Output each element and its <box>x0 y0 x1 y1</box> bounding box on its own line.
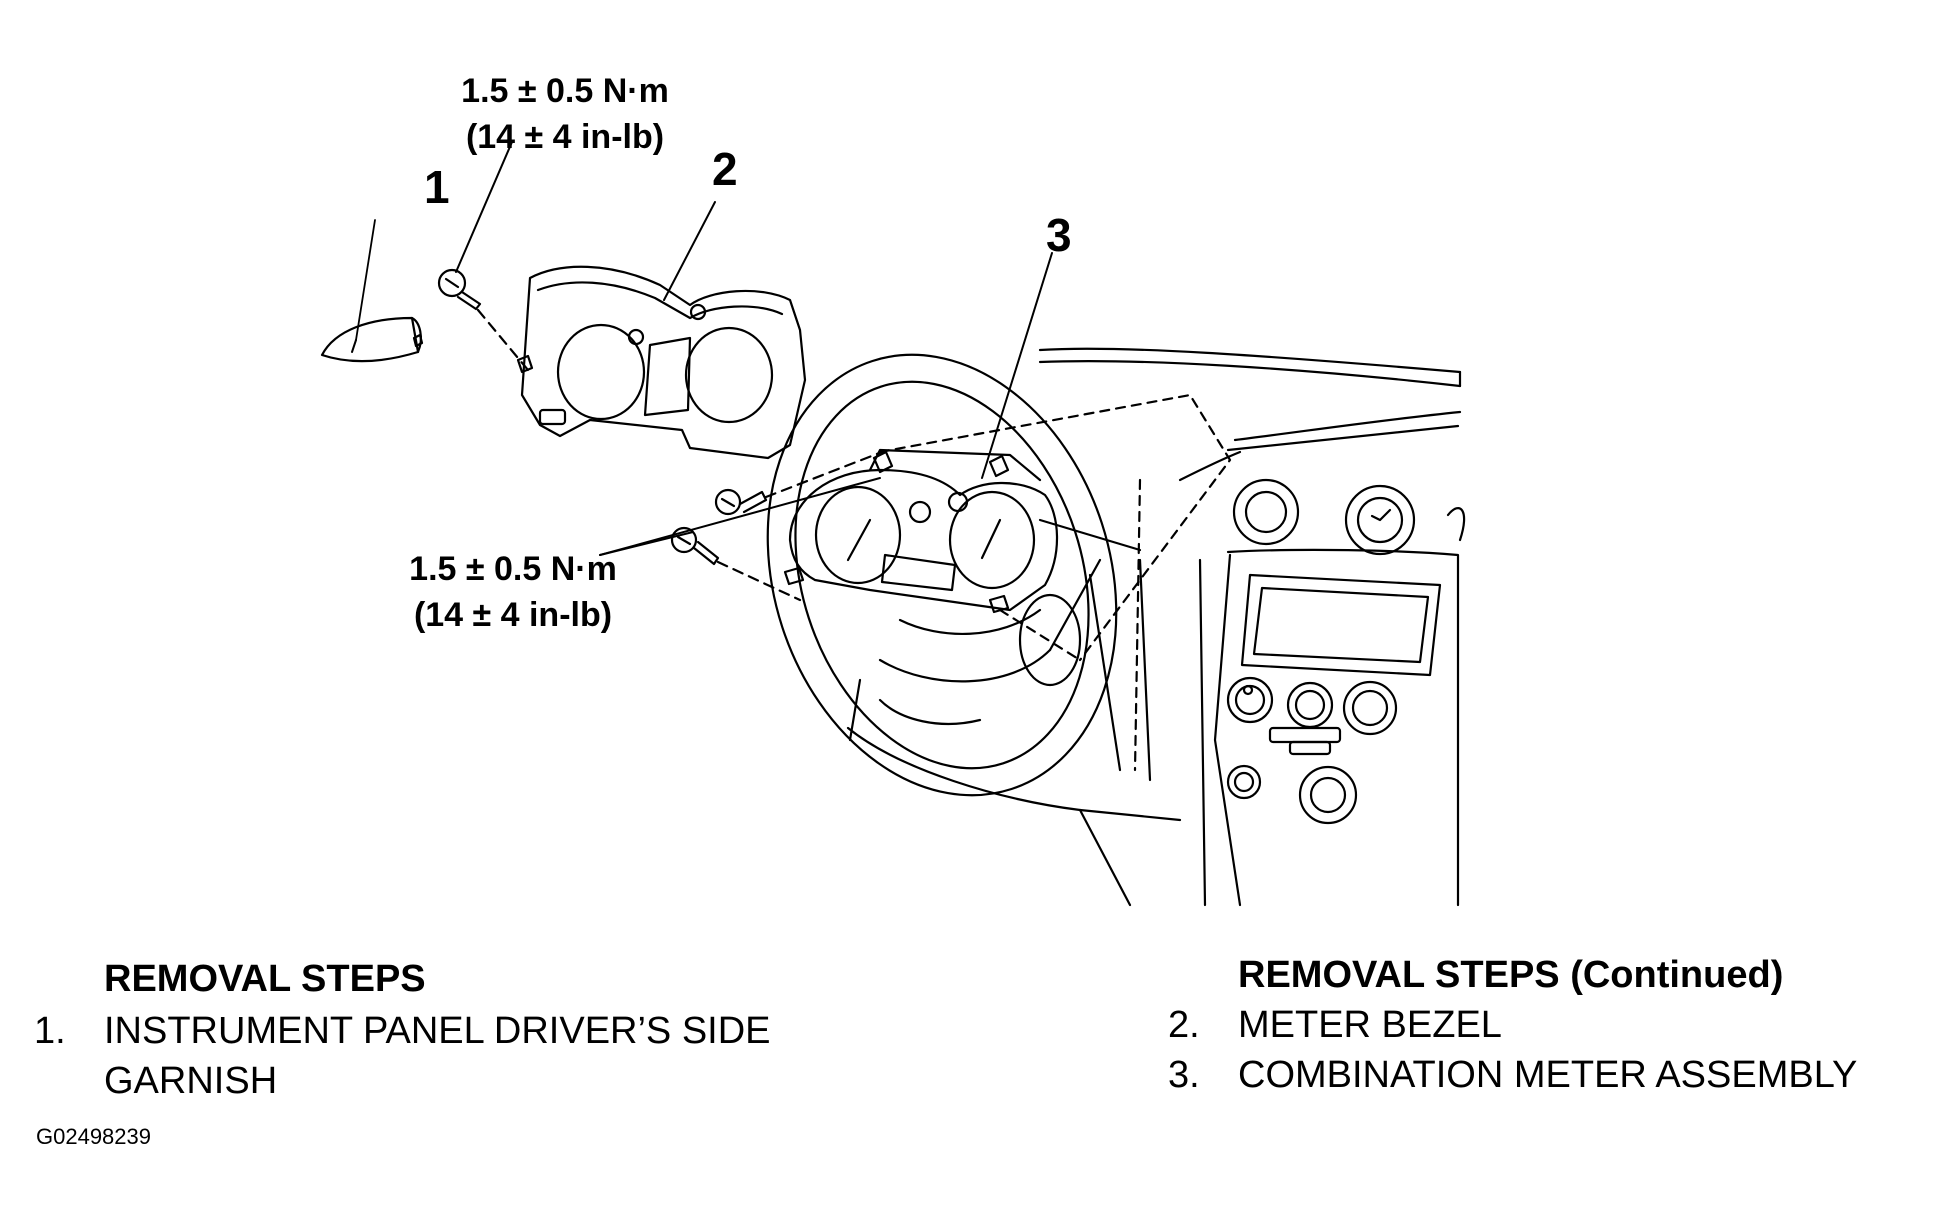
exploded-view-drawing <box>320 141 1466 907</box>
driver-side-garnish-part <box>320 316 424 363</box>
removal-step-2-text: METER BEZEL <box>1238 1004 1502 1046</box>
callout-3: 3 <box>1046 209 1072 261</box>
meter-bezel-part <box>516 265 807 460</box>
screw-top-dashed-guide <box>476 308 530 372</box>
removal-step-2-number: 2. <box>1168 1004 1200 1046</box>
removal-step-3-number: 3. <box>1168 1054 1200 1096</box>
screw-top <box>437 268 482 311</box>
leader-lines <box>351 141 1053 556</box>
torque-spec-top: 1.5 ± 0.5 N·m (14 ± 4 in-lb) <box>440 68 690 160</box>
screw-dashed-guides <box>716 450 884 602</box>
removal-step-1-text-line2: GARNISH <box>104 1060 278 1102</box>
torque-spec-top-imperial: (14 ± 4 in-lb) <box>465 118 665 156</box>
installed-position-dashed-outline <box>878 393 1232 772</box>
screw-mid-1 <box>714 488 768 516</box>
removal-step-2: 2. METER BEZEL <box>1168 1000 1928 1050</box>
torque-spec-mid: 1.5 ± 0.5 N·m (14 ± 4 in-lb) <box>388 546 638 638</box>
steering-wheel <box>766 353 1142 797</box>
callout-2: 2 <box>712 143 738 195</box>
torque-spec-mid-metric: 1.5 ± 0.5 N·m <box>409 550 617 588</box>
torque-spec-mid-imperial: (14 ± 4 in-lb) <box>413 596 613 634</box>
removal-steps-title: REMOVAL STEPS <box>104 958 426 1000</box>
callout-1: 1 <box>424 161 450 213</box>
figure-id: G02498239 <box>36 1124 151 1149</box>
removal-step-1-text-line1: INSTRUMENT PANEL DRIVER’S SIDE <box>104 1010 771 1052</box>
combination-meter-assembly-part <box>783 448 1059 614</box>
instrument-panel-dashboard <box>846 347 1466 907</box>
removal-step-1-number: 1. <box>34 1010 66 1052</box>
removal-step-1: 1. INSTRUMENT PANEL DRIVER’S SIDE GARNIS… <box>34 1006 894 1110</box>
screw-mid-2 <box>670 526 720 566</box>
removal-steps-continued-title: REMOVAL STEPS (Continued) <box>1238 954 1784 996</box>
removal-step-3: 3. COMBINATION METER ASSEMBLY <box>1168 1050 1928 1100</box>
torque-spec-top-metric: 1.5 ± 0.5 N·m <box>461 72 669 110</box>
removal-step-3-text: COMBINATION METER ASSEMBLY <box>1238 1054 1858 1096</box>
